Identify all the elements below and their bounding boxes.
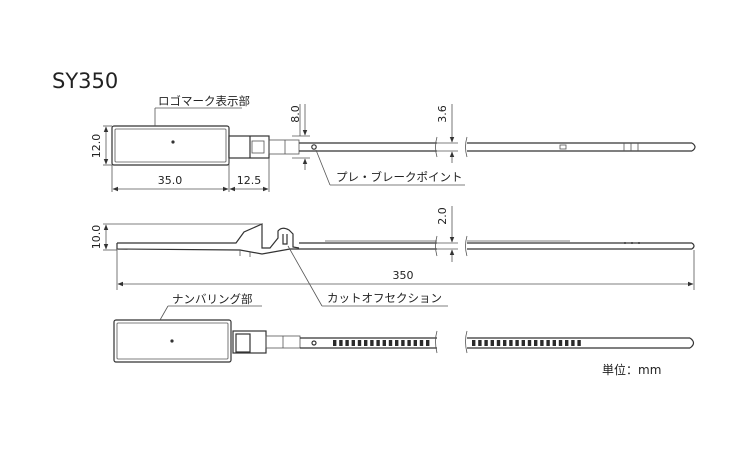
dim-3-6-label: 3.6 bbox=[436, 105, 449, 123]
strap-tooth bbox=[472, 340, 476, 346]
numbering-label: ナンバリング部 bbox=[172, 292, 253, 306]
strap-tooth bbox=[558, 340, 563, 346]
strap-tooth bbox=[376, 340, 380, 346]
strap-tooth bbox=[351, 340, 355, 346]
strap-tooth bbox=[496, 340, 501, 346]
dim-10-0-label: 10.0 bbox=[90, 225, 103, 250]
strap-tooth bbox=[333, 340, 337, 346]
numbering-callout: ナンバリング部 bbox=[159, 292, 262, 321]
pre-break-label: プレ・ブレークポイント bbox=[336, 170, 463, 184]
strap-tooth bbox=[401, 340, 405, 346]
product-title: SY350 bbox=[52, 69, 118, 93]
strap-teeth-right bbox=[472, 340, 581, 346]
logo-mark-callout: ロゴマーク表示部 bbox=[154, 94, 250, 126]
strap-tooth bbox=[534, 340, 538, 346]
strap-tooth bbox=[527, 340, 532, 346]
strap-tooth bbox=[552, 340, 556, 346]
pre-break-callout: プレ・ブレークポイント bbox=[315, 149, 465, 186]
strap-tooth bbox=[515, 340, 519, 346]
unit-label: 単位：mm bbox=[602, 362, 661, 377]
strap-tooth bbox=[478, 340, 482, 346]
cut-off-callout: カットオフセクション bbox=[287, 245, 448, 307]
strap-tooth bbox=[339, 340, 343, 346]
dim-2-0-label: 2.0 bbox=[436, 207, 449, 225]
strap-tooth bbox=[546, 340, 550, 346]
top-view bbox=[111, 125, 696, 166]
strap-tooth bbox=[565, 340, 569, 346]
cut-off-label: カットオフセクション bbox=[327, 291, 442, 305]
top-view-head bbox=[111, 125, 230, 166]
strap-tooth bbox=[364, 340, 368, 346]
strap-tooth bbox=[419, 340, 424, 346]
logo-mark-label: ロゴマーク表示部 bbox=[158, 94, 250, 108]
strap-teeth-left bbox=[333, 340, 430, 346]
strap-tooth bbox=[345, 340, 349, 346]
strap-tooth bbox=[540, 340, 544, 346]
side-view-dimensions: 10.0 2.0 350 bbox=[90, 206, 695, 290]
strap-tooth bbox=[388, 340, 393, 346]
dim-350-label: 350 bbox=[393, 269, 414, 282]
strap-tooth bbox=[521, 340, 525, 346]
strap-tooth bbox=[357, 340, 362, 346]
strap-tooth bbox=[503, 340, 507, 346]
dim-12-5-label: 12.5 bbox=[237, 174, 262, 187]
strap-tooth bbox=[426, 340, 430, 346]
bottom-view bbox=[113, 319, 695, 363]
strap-tooth bbox=[395, 340, 399, 346]
side-view bbox=[116, 223, 695, 257]
dim-8-0-label: 8.0 bbox=[289, 105, 302, 123]
dim-35-0-label: 35.0 bbox=[158, 174, 183, 187]
strap-tooth bbox=[571, 340, 575, 346]
top-view-dimensions: 12.0 35.0 12.5 8.0 3.6 bbox=[90, 104, 458, 192]
strap-tooth bbox=[490, 340, 494, 346]
strap-tooth bbox=[577, 340, 581, 346]
dim-12-0-label: 12.0 bbox=[90, 134, 103, 159]
strap-tooth bbox=[509, 340, 513, 346]
strap-tooth bbox=[382, 340, 386, 346]
strap-tooth bbox=[407, 340, 411, 346]
strap-tooth bbox=[484, 340, 488, 346]
strap-tooth bbox=[413, 340, 417, 346]
strap-tooth bbox=[370, 340, 374, 346]
